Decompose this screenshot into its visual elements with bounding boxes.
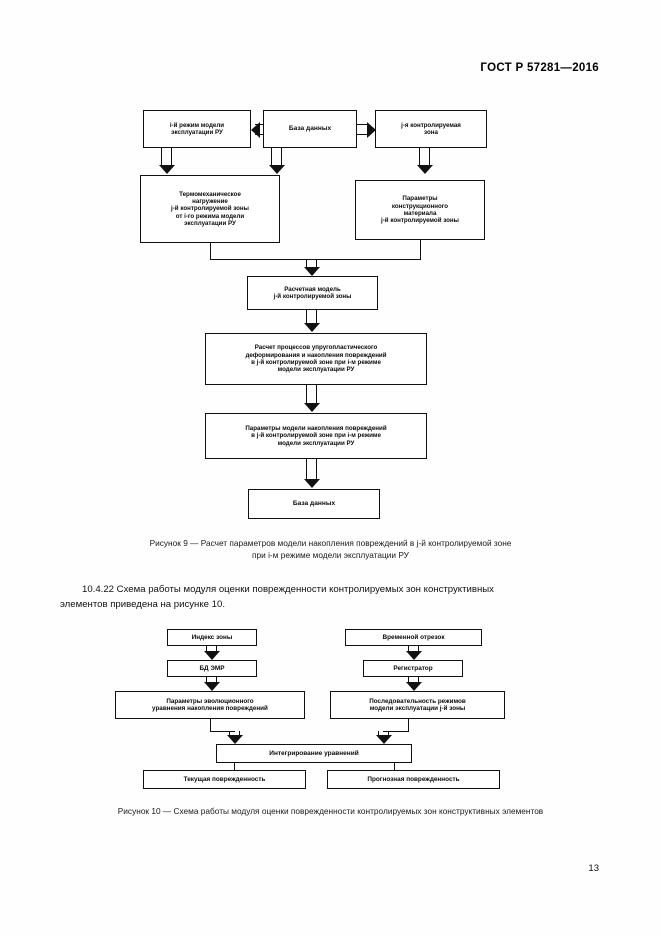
loading-line4: от i-го режима модели bbox=[175, 212, 245, 220]
arrow-zone-index-to-db bbox=[203, 646, 220, 661]
box-registrar: Регистратор bbox=[363, 660, 463, 677]
figure10-caption: Рисунок 10 — Схема работы модуля оценки … bbox=[40, 805, 621, 817]
box-damage-model-parameters: Параметры модели накопления повреждений … bbox=[205, 413, 427, 459]
damage-params-line3: модели эксплуатации РУ bbox=[277, 439, 355, 447]
box-time-slice: Временной отрезок bbox=[345, 629, 482, 646]
box-time-slice-label: Временной отрезок bbox=[382, 633, 445, 641]
box-zone-index: Индекс зоны bbox=[167, 629, 257, 646]
loading-line5: эксплуатации РУ bbox=[184, 219, 236, 227]
damage-params-line1: Параметры модели накопления повреждений bbox=[245, 425, 387, 433]
damage-params-line2: в j-й контролируемой зоне при i-м режиме bbox=[251, 432, 381, 440]
box-calculation-model: Расчетная модель j-й контролируемой зоны bbox=[247, 276, 378, 310]
box-process-calculation: Расчет процессов упругопластического деф… bbox=[205, 333, 427, 385]
material-line3: материала bbox=[403, 210, 437, 217]
arrow-database-to-zone bbox=[357, 121, 376, 138]
arrow-into-integration-right bbox=[375, 731, 392, 745]
line-evolution-down bbox=[210, 719, 211, 731]
arrow-registrar-to-sequence bbox=[405, 677, 422, 692]
material-line4: j-й контролируемой зоны bbox=[381, 217, 459, 225]
mode-sequence-line2: модели эксплуатации j-й зоны bbox=[369, 705, 466, 712]
box-database-top-label: База данных bbox=[288, 125, 332, 133]
box-controlled-zone-line1: j-я контролируемая bbox=[401, 121, 461, 129]
material-line1: Параметры bbox=[402, 195, 438, 203]
box-equation-integration: Интегрирование уравнений bbox=[216, 744, 412, 763]
box-registrar-label: Регистратор bbox=[393, 664, 433, 672]
process-line3: в j-й контролируемой зоне при i-м режиме bbox=[251, 359, 381, 366]
box-material-parameters: Параметры конструкционного материала j-й… bbox=[355, 180, 485, 240]
evolution-params-line1: Параметры эволюционного bbox=[166, 697, 254, 705]
calc-model-line2: j-й контролируемой зоны bbox=[273, 293, 352, 300]
figure9-caption: Рисунок 9 — Расчет параметров модели нак… bbox=[60, 537, 601, 561]
loading-line2: нагружение bbox=[192, 198, 228, 206]
box-current-damage: Текущая поврежденность bbox=[143, 770, 306, 789]
box-thermomechanical-loading: Термомеханическое нагружение j-й контрол… bbox=[140, 175, 280, 243]
evolution-params-line2: уравнения накопления повреждений bbox=[152, 705, 268, 712]
line-loading-to-center bbox=[210, 259, 311, 260]
arrow-zone-down bbox=[416, 148, 433, 175]
box-database-top: База данных bbox=[263, 110, 357, 148]
process-line4: модели эксплуатации РУ bbox=[277, 366, 355, 374]
arrow-time-slice-to-registrar bbox=[405, 646, 422, 661]
mode-sequence-line1: Последовательность режимов bbox=[369, 697, 466, 705]
box-current-damage-label: Текущая поврежденность bbox=[183, 775, 266, 783]
line-loading-down bbox=[210, 243, 211, 259]
line-evolution-to-integration bbox=[210, 731, 235, 732]
box-operation-mode-line1: i-й режим модели bbox=[169, 121, 225, 129]
box-evolution-parameters: Параметры эволюционного уравнения накопл… bbox=[115, 691, 305, 719]
loading-line1: Термомеханическое bbox=[179, 190, 241, 198]
box-database-bottom: База данных bbox=[248, 489, 380, 519]
line-integration-down-right bbox=[394, 763, 395, 772]
box-mode-sequence: Последовательность режимов модели эксплу… bbox=[330, 691, 505, 719]
box-db-emr: БД ЭМР bbox=[167, 660, 257, 677]
paragraph-10-4-22-line1: 10.4.22 Схема работы модуля оценки повре… bbox=[82, 584, 494, 595]
line-integration-down-left bbox=[234, 763, 235, 772]
arrow-mode-down bbox=[158, 148, 175, 175]
line-sequence-to-integration bbox=[383, 731, 409, 732]
figure9-caption-line2: при i-м режиме модели эксплуатации РУ bbox=[252, 550, 409, 561]
process-line1: Расчет процессов упругопластического bbox=[254, 344, 378, 352]
loading-line3: j-й контролируемой зоны bbox=[171, 205, 249, 213]
arrow-params-to-database bbox=[303, 459, 320, 489]
line-material-to-center bbox=[311, 259, 421, 260]
arrow-process-to-params bbox=[303, 385, 320, 413]
paragraph-10-4-22-line2: элементов приведена на рисунке 10. bbox=[60, 598, 225, 610]
box-controlled-zone: j-я контролируемая зона bbox=[375, 110, 487, 148]
line-material-down bbox=[420, 240, 421, 259]
arrow-db-to-evolution-params bbox=[203, 677, 220, 692]
arrow-into-integration-left bbox=[226, 731, 243, 745]
box-operation-mode: i-й режим модели эксплуатации РУ bbox=[143, 110, 251, 148]
box-equation-integration-label: Интегрирование уравнений bbox=[269, 749, 359, 757]
box-db-emr-label: БД ЭМР bbox=[199, 664, 225, 672]
arrow-into-calc-model bbox=[303, 259, 320, 277]
document-header: ГОСТ Р 57281—2016 bbox=[480, 62, 599, 74]
paragraph-10-4-22: 10.4.22 Схема работы модуля оценки повре… bbox=[60, 583, 601, 612]
box-database-bottom-label: База данных bbox=[292, 500, 336, 508]
arrow-database-down-left bbox=[268, 148, 285, 175]
page-number: 13 bbox=[588, 863, 599, 874]
arrow-calc-model-to-process bbox=[303, 310, 320, 333]
calc-model-line1: Расчетная модель bbox=[284, 285, 341, 293]
material-line2: конструкционного bbox=[391, 202, 449, 210]
line-sequence-down bbox=[408, 719, 409, 731]
figure9-caption-line1: Рисунок 9 — Расчет параметров модели нак… bbox=[149, 538, 512, 548]
box-operation-mode-line2: эксплуатации РУ bbox=[171, 129, 223, 136]
box-controlled-zone-line2: зона bbox=[424, 129, 438, 136]
box-zone-index-label: Индекс зоны bbox=[191, 633, 233, 641]
process-line2: деформирования и накопления повреждений bbox=[245, 351, 387, 359]
box-forecast-damage: Прогнозная поврежденность bbox=[327, 770, 500, 789]
figure10-caption-text: Рисунок 10 — Схема работы модуля оценки … bbox=[117, 806, 544, 816]
box-forecast-damage-label: Прогнозная поврежденность bbox=[367, 775, 460, 783]
